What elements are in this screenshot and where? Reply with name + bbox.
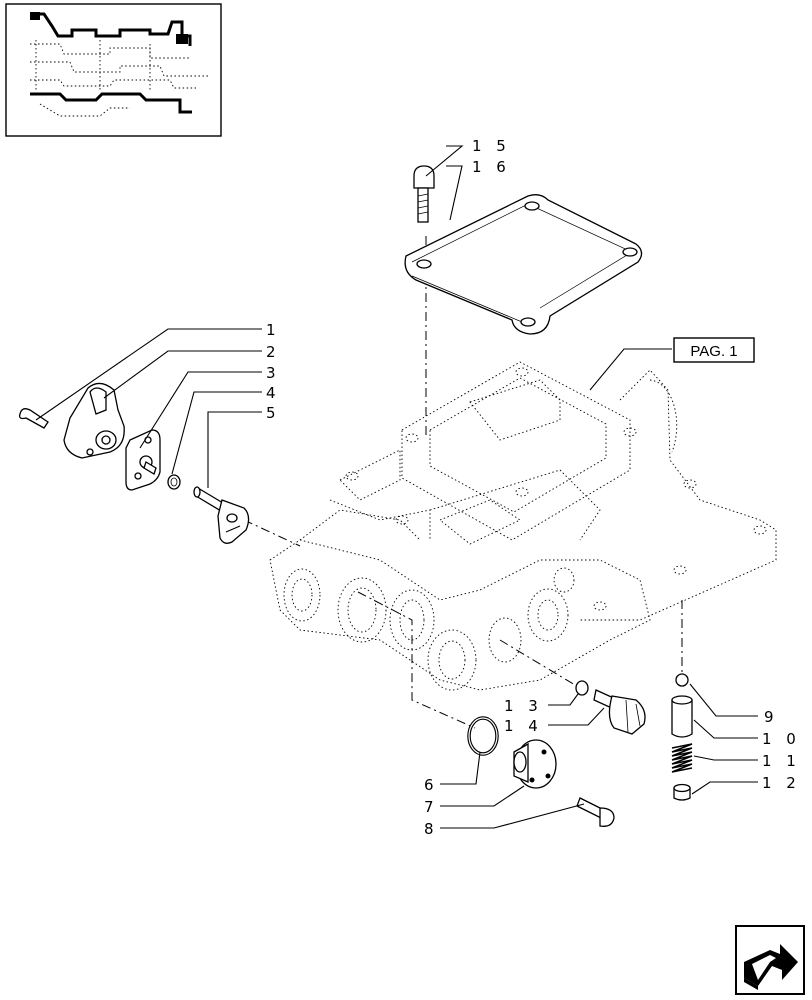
callout-12: 1 2 [762,774,801,792]
callout-8: 8 [424,820,439,838]
callout-labels: 1 2 3 4 5 6 7 8 9 1 0 1 1 1 2 1 3 1 4 1 … [266,137,801,838]
oring-4 [167,474,181,490]
flange-cover-7 [513,739,557,789]
callout-6: 6 [424,776,439,794]
oring-6 [467,716,499,756]
transmission-overview-icon [30,12,208,117]
next-page-arrow-icon [744,944,798,990]
cover-screw [413,165,435,223]
reference-page-label: PAG. 1 [690,343,737,360]
callout-10: 1 0 [762,730,801,748]
callout-4: 4 [266,384,281,402]
callout-7: 7 [424,798,439,816]
actuator-body-2 [63,382,125,459]
callout-16: 1 6 [472,158,511,176]
next-page-button[interactable] [735,925,805,995]
leader-lines [35,145,758,829]
seal-ring-13 [575,680,589,696]
fork-shaft-5 [193,486,250,544]
transmission-housing [269,361,777,691]
callout-5: 5 [266,404,281,422]
plunger-10 [671,695,693,738]
callout-11: 1 1 [762,752,801,770]
spring-11 [671,743,693,773]
plug-14 [593,689,646,735]
callout-15: 1 5 [472,137,511,155]
mounting-plate-3 [125,429,161,491]
callout-1: 1 [266,321,281,339]
assembly-axis-lines [243,236,683,729]
cap-screw-8 [576,797,615,827]
reference-page-box[interactable]: PAG. 1 [673,337,755,363]
small-screw-1 [18,408,49,429]
ball-9 [675,673,689,687]
callout-14: 1 4 [504,717,543,735]
plug-12 [673,783,691,801]
callout-2: 2 [266,343,281,361]
callout-3: 3 [266,364,281,382]
thumbnail-overview [5,3,222,137]
callout-13: 1 3 [504,697,543,715]
cover-plate [404,194,643,335]
callout-9: 9 [764,708,779,726]
